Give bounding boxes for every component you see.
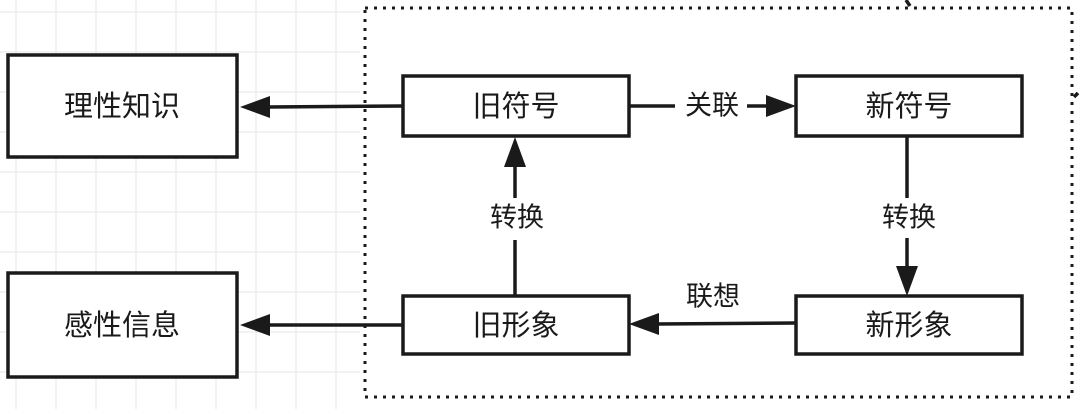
arrowhead-down-icon <box>896 266 918 296</box>
arrowhead-left-icon <box>240 314 270 336</box>
edge-label-transform-right: 转换 <box>882 203 936 234</box>
edge-old-symbol-to-rational-knowledge <box>240 96 404 118</box>
node-label: 感性信息 <box>64 308 180 342</box>
edge-label-transform-left: 转换 <box>490 203 544 234</box>
edge-label-imagination: 联想 <box>686 282 740 313</box>
edge-association: 关联 <box>629 91 796 122</box>
frame-edge-marks <box>904 0 1080 99</box>
node-old-image: 旧形象 <box>401 294 631 356</box>
edge-label-association: 关联 <box>685 91 739 122</box>
arrowhead-up-icon <box>504 137 526 167</box>
node-new-image: 新形象 <box>794 294 1024 356</box>
node-label: 理性知识 <box>64 89 180 123</box>
node-rational-knowledge: 理性知识 <box>6 53 239 159</box>
node-perceptual-info: 感性信息 <box>6 271 239 379</box>
arrowhead-right-icon <box>766 95 796 117</box>
node-label: 新形象 <box>865 308 952 342</box>
edge-old-image-to-old-symbol: 转换 <box>490 137 544 296</box>
arrowhead-left-icon <box>240 96 270 118</box>
node-label: 新符号 <box>865 89 952 123</box>
node-new-symbol: 新符号 <box>794 74 1024 138</box>
arrowhead-left-icon <box>629 313 659 335</box>
node-label: 旧符号 <box>472 89 559 123</box>
edge-new-symbol-to-new-image: 转换 <box>882 137 936 296</box>
edge-old-image-to-perceptual-info <box>240 314 403 336</box>
node-old-symbol: 旧符号 <box>401 74 631 138</box>
node-label: 旧形象 <box>472 308 559 342</box>
edge-new-image-to-old-image: 联想 <box>629 282 797 335</box>
dotted-group-frame <box>363 6 1074 399</box>
